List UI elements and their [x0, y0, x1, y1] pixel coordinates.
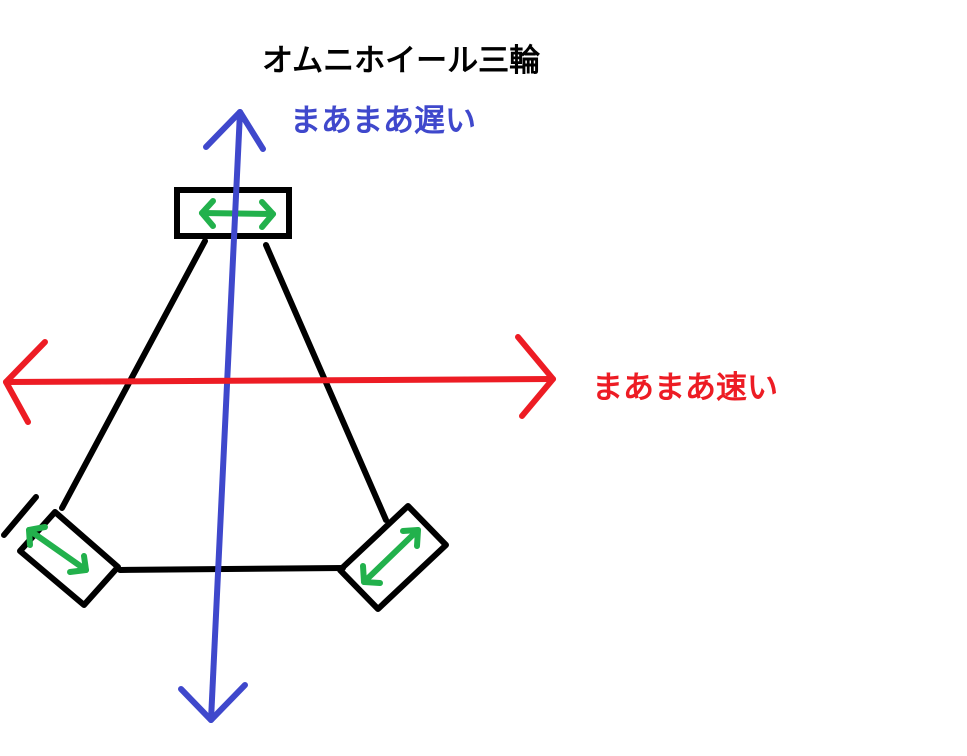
bottom-left-wheel-roll-arrow [26, 524, 89, 575]
diagram-title: オムニホイール三輪 [262, 43, 541, 79]
y-direction-label: まあまあ遅い [290, 103, 476, 139]
x-direction-arrow [3, 334, 556, 425]
bottom-right-wheel-body [337, 503, 449, 612]
x-direction-label: まあまあ速い [592, 370, 778, 406]
bottom-left-wheel [1, 494, 121, 608]
y-direction-arrow [178, 109, 266, 723]
bottom-right-wheel [337, 503, 449, 612]
frame-bottom-bar [117, 565, 346, 573]
bottom-right-wheel-roll-arrow [360, 527, 421, 586]
bottom-left-wheel-edge [1, 494, 39, 538]
frame-left-strut [59, 238, 208, 511]
